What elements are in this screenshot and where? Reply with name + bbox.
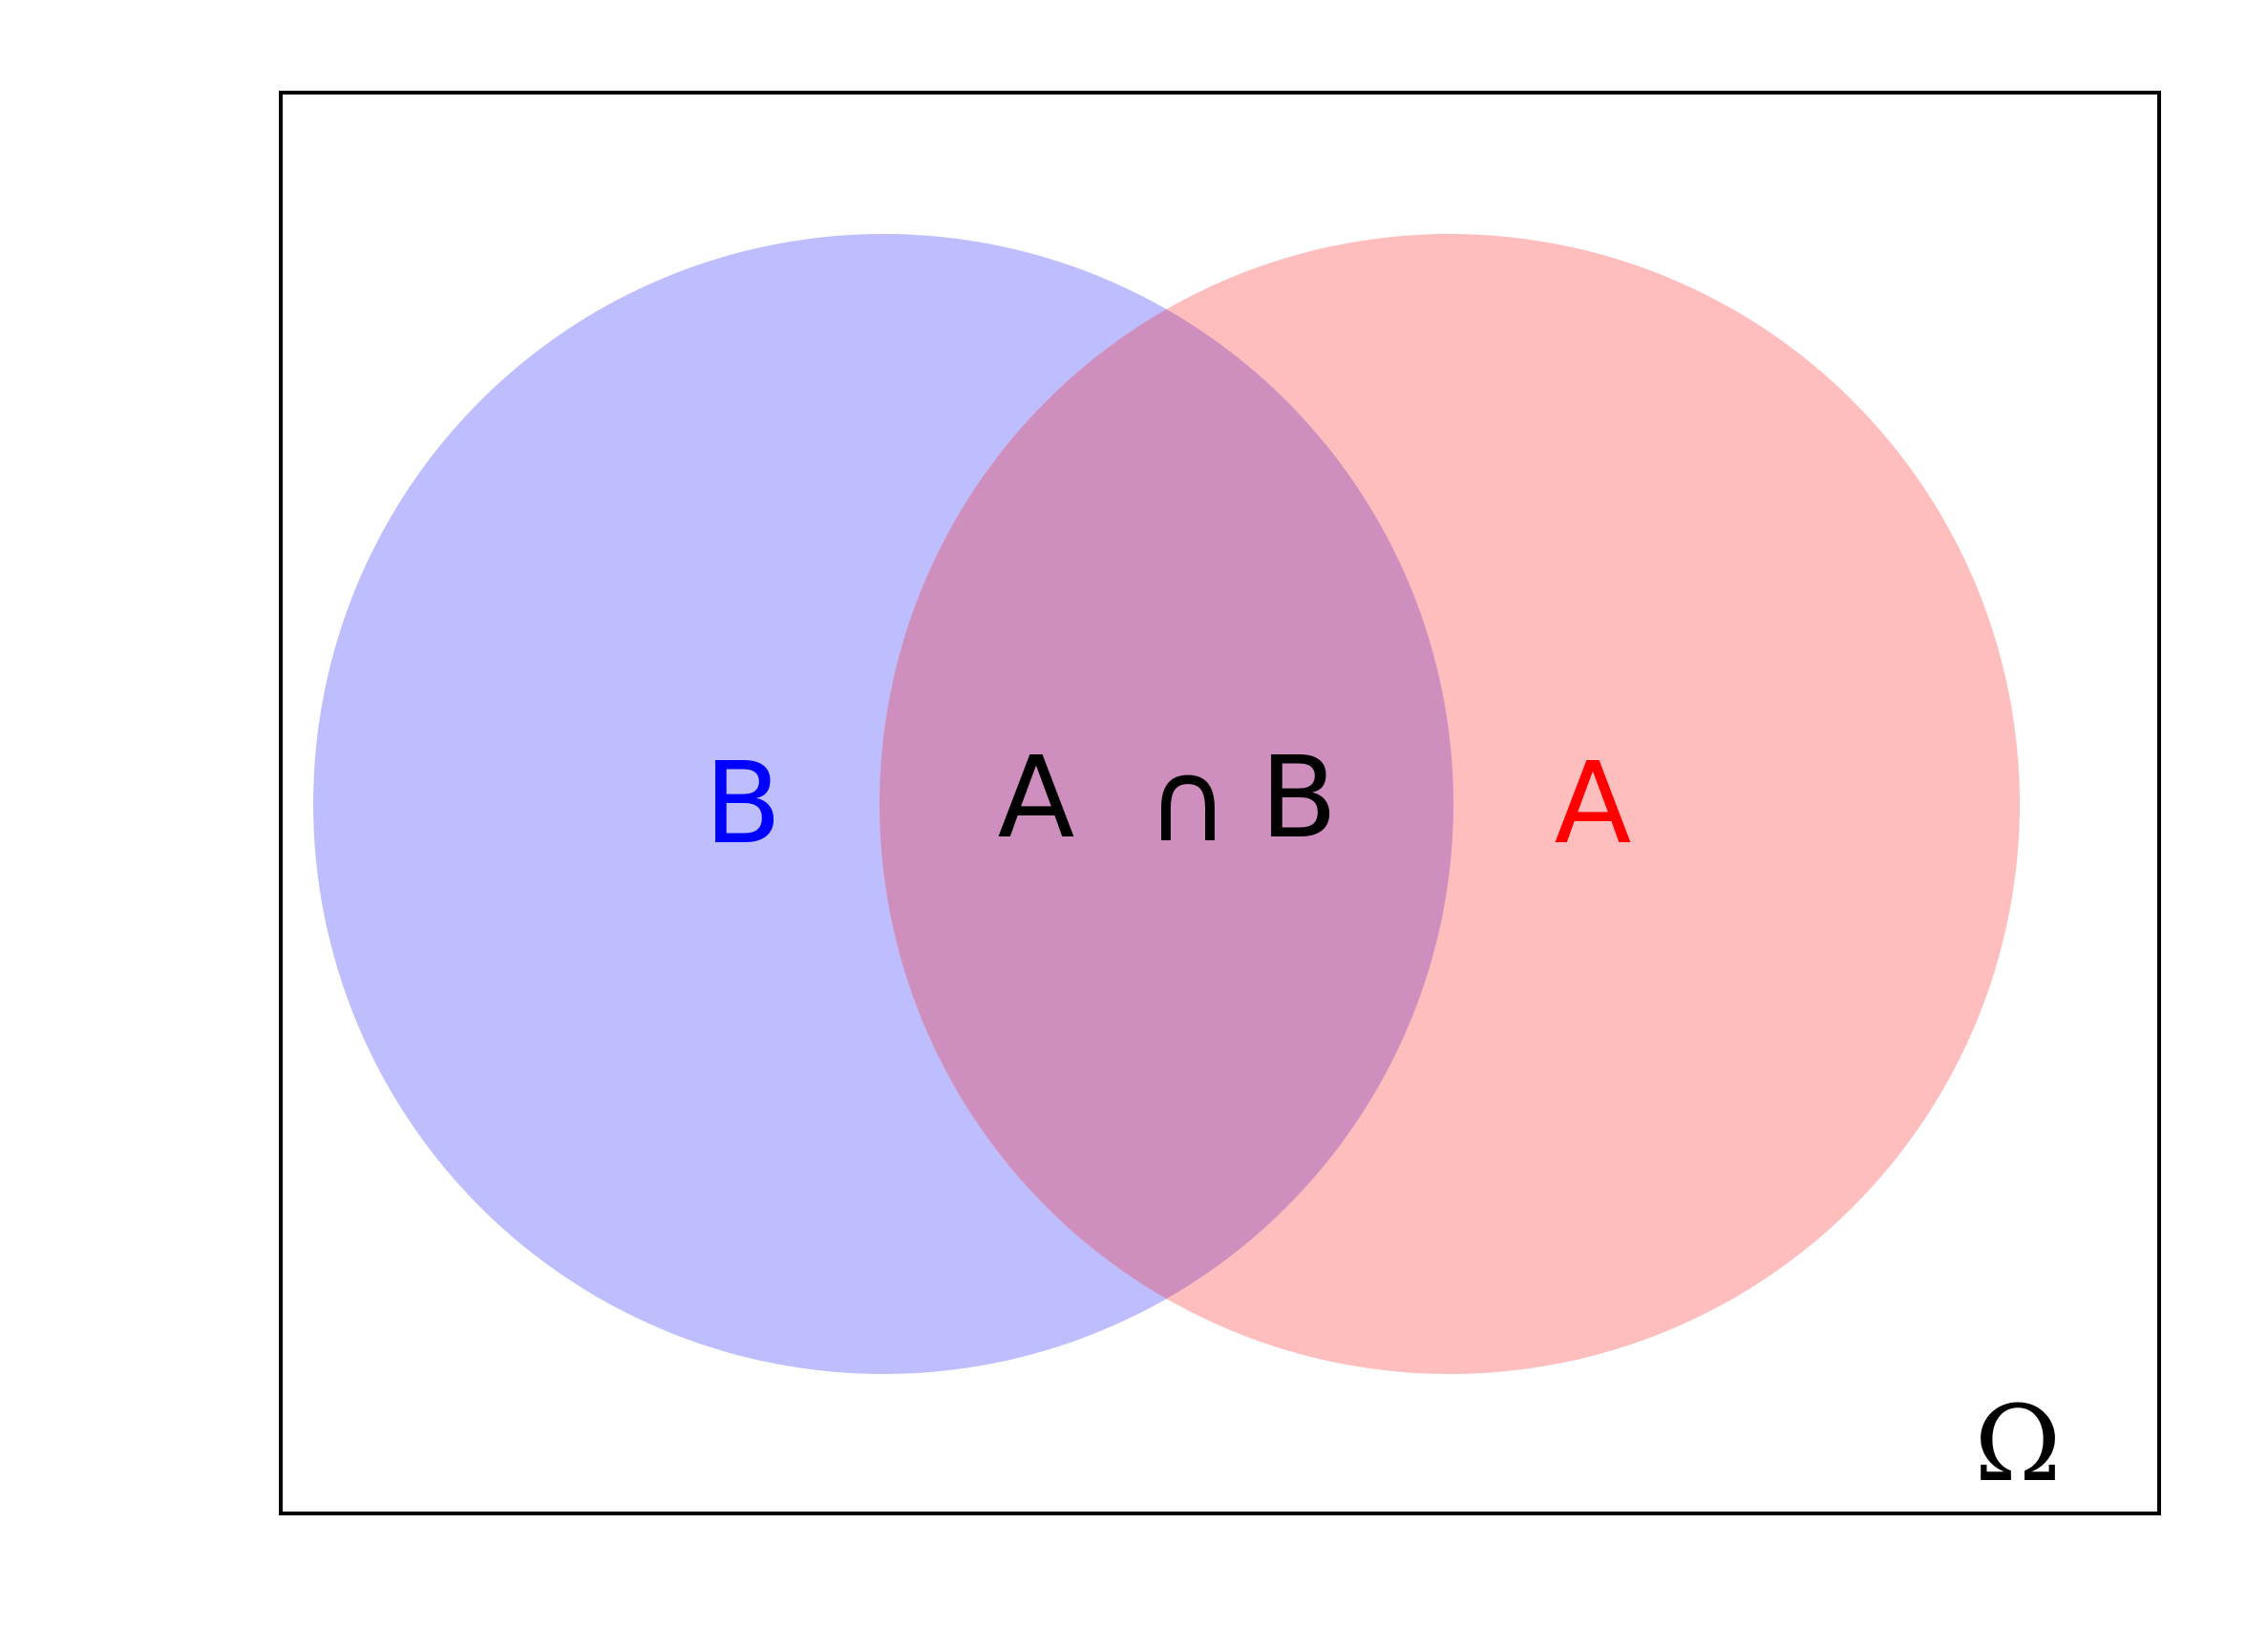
set-b-label: B — [705, 737, 782, 869]
set-a-label: A — [1555, 737, 1632, 869]
intersection-region — [880, 234, 1453, 1374]
intersection-label-a: A — [998, 731, 1075, 863]
intersection-label-b: B — [1261, 731, 1338, 863]
intersection-symbol: ∩ — [1147, 735, 1229, 867]
universe-label: Ω — [1974, 1383, 2061, 1505]
universe-frame — [279, 91, 2161, 1515]
